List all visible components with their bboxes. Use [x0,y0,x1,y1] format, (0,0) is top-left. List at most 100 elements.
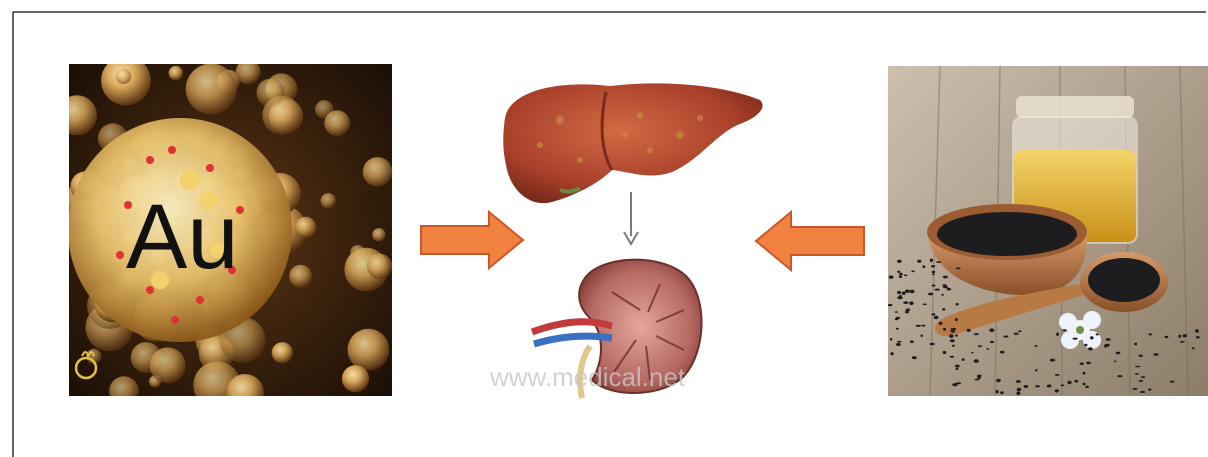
seed [936,261,941,263]
seed [897,271,900,273]
seed [1085,386,1089,388]
seed [956,368,959,370]
seed [912,356,917,359]
seed [978,345,982,347]
seed [899,295,902,297]
watermark-text: www.medical.net [489,362,686,392]
seed [1047,385,1052,388]
seed [1055,374,1060,376]
seed [1062,329,1066,331]
particle [367,254,392,279]
seed [905,310,908,313]
seed [962,358,965,361]
seed [897,260,902,263]
seed [955,318,958,321]
seed [1061,384,1065,386]
seed [955,365,960,368]
seed [931,265,935,267]
seed [920,335,923,337]
seed [930,259,933,262]
seed [956,303,959,306]
seed [921,325,925,327]
seed [899,273,902,276]
seed [1141,376,1146,378]
seed [928,293,933,296]
seed [1024,385,1029,388]
seed [1083,383,1086,386]
seed [1074,380,1078,383]
down-arrow-icon [624,192,638,244]
seed [1117,375,1122,377]
particle [295,217,316,238]
particle [363,157,393,187]
seed [943,351,947,354]
seed [1106,338,1111,341]
seed [888,304,893,306]
seed [922,265,925,268]
seed [1135,366,1140,368]
seed [1086,362,1091,364]
seed [1017,388,1021,392]
seed [934,316,939,319]
seed [1192,347,1195,349]
seed [951,328,956,330]
seed [904,275,908,277]
gold-nanoparticle-image: Au [57,56,393,412]
seed [952,383,957,386]
seed [932,271,935,273]
seed [989,328,994,332]
seed [902,292,906,295]
seed [1014,333,1019,335]
right-arrow-icon [421,212,523,268]
seed [952,330,955,333]
seed [1090,336,1094,339]
seed [1073,338,1078,340]
seed [1088,347,1093,350]
particle [272,342,293,363]
seed [897,341,902,343]
seed [1055,389,1059,392]
seed [1084,344,1087,346]
seed [950,356,954,358]
particle [324,110,350,136]
left-arrow-icon [756,212,864,270]
seed [891,352,894,355]
seed [986,348,989,350]
seed [1000,391,1004,394]
seed [931,313,935,315]
liver-image [503,83,762,203]
seed [889,276,894,279]
seed [941,294,943,296]
seed [1148,389,1151,391]
seed [897,291,901,294]
seed [1139,355,1143,357]
seed [909,301,914,305]
seed [975,379,980,381]
particle [262,96,301,135]
seed [952,345,955,347]
seed [903,301,908,304]
seed [910,290,915,294]
seed [996,390,999,393]
seed [1018,330,1021,332]
seed [977,375,981,379]
particle [150,347,186,383]
particle [57,95,97,135]
seed [932,273,934,275]
seed [911,270,914,272]
seed [1050,359,1055,362]
seed [935,289,940,291]
seed [1035,385,1040,387]
seed [1196,336,1200,338]
seed [895,311,898,313]
seed [971,352,974,354]
seed [1083,372,1086,375]
seed [917,260,921,263]
seed [896,328,899,330]
seed [1170,381,1175,383]
seed [1114,361,1117,363]
seed [1067,381,1071,384]
seed [1153,353,1158,356]
